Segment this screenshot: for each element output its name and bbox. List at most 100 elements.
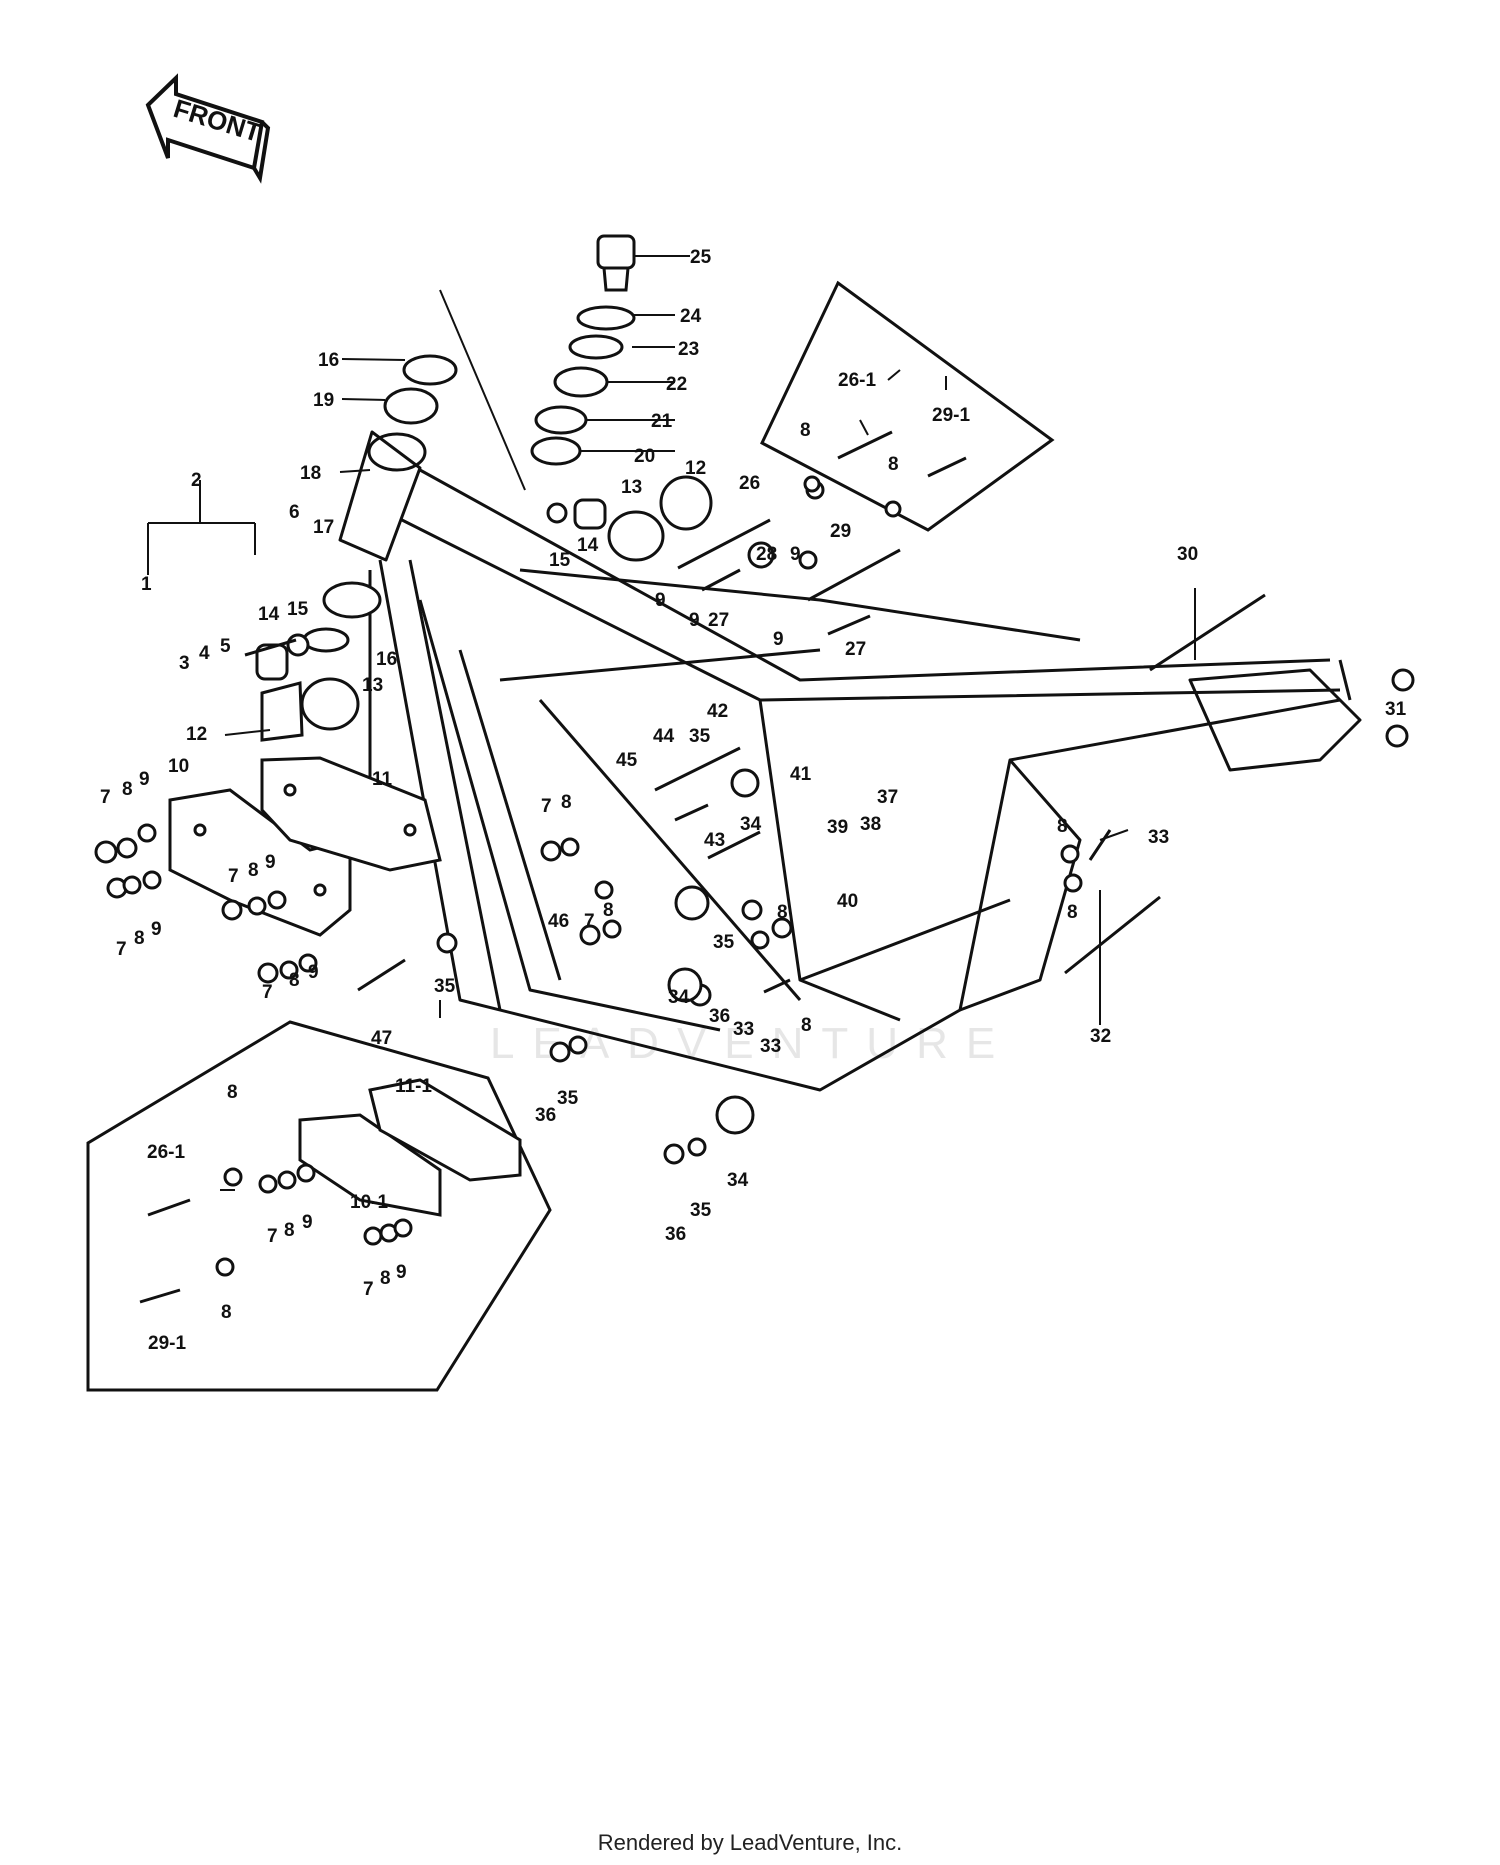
- inset-box-bottom: [86, 1020, 552, 1392]
- callout-35e: 35: [690, 1200, 712, 1221]
- callout-27b: 27: [845, 639, 866, 660]
- callout-3: 3: [179, 653, 190, 674]
- callout-34: 34: [740, 814, 762, 835]
- callout-9: 9: [790, 544, 801, 565]
- callout-26: 26: [739, 473, 760, 494]
- callout-18: 18: [300, 463, 321, 484]
- callout-35b: 35: [713, 932, 735, 953]
- callout-13b: 13: [621, 477, 642, 498]
- callout-1: 1: [141, 574, 152, 595]
- callout-8m: 8: [221, 1302, 232, 1323]
- callout-36c: 36: [665, 1224, 686, 1245]
- callout-34b: 34: [668, 987, 690, 1008]
- callout-7c: 7: [228, 866, 239, 887]
- engine-mount-plates: [168, 756, 442, 937]
- callout-7e: 7: [541, 796, 552, 817]
- callout-14: 14: [258, 604, 280, 625]
- callout-7: 7: [100, 787, 111, 808]
- callout-7h: 7: [363, 1279, 374, 1300]
- callout-17: 17: [313, 517, 334, 538]
- callout-8k: 8: [284, 1220, 295, 1241]
- callout-12b: 12: [685, 458, 706, 479]
- inset-plates: [298, 1078, 522, 1217]
- callout-47: 47: [371, 1028, 392, 1049]
- callout-39: 39: [827, 817, 848, 838]
- callout-8f: 8: [1067, 902, 1078, 923]
- callout-36: 36: [709, 1006, 730, 1027]
- callout-40: 40: [837, 891, 858, 912]
- callout-42: 42: [707, 701, 728, 722]
- callout-8g: 8: [561, 792, 572, 813]
- callout-6: 6: [289, 502, 300, 523]
- callout-23: 23: [678, 339, 699, 360]
- callout-10-1: 10-1: [350, 1192, 388, 1213]
- callout-15b: 15: [549, 550, 571, 571]
- callout-8j: 8: [801, 1015, 812, 1036]
- callout-8: 8: [122, 779, 133, 800]
- callout-8-inset-a: 8: [800, 420, 811, 441]
- callout-8e: 8: [1057, 816, 1068, 837]
- callout-22: 22: [666, 374, 687, 395]
- callout-8h: 8: [603, 900, 614, 921]
- nuts-and-washers: [94, 475, 1415, 1277]
- callout-5: 5: [220, 636, 231, 657]
- callout-26-1-inset: 26-1: [147, 1142, 185, 1163]
- callout-14b: 14: [577, 535, 599, 556]
- callout-8i: 8: [777, 902, 788, 923]
- callout-32: 32: [1090, 1026, 1111, 1047]
- callout-19: 19: [313, 390, 334, 411]
- callout-25: 25: [690, 247, 712, 268]
- callout-9c: 9: [689, 610, 700, 631]
- callout-36b: 36: [535, 1105, 556, 1126]
- callout-8c: 8: [248, 860, 259, 881]
- callout-38: 38: [860, 814, 881, 835]
- callout-9h: 9: [308, 962, 319, 983]
- callout-29-1-inset: 29-1: [148, 1333, 186, 1354]
- callout-8-inset-b: 8: [888, 454, 899, 475]
- callout-8b: 8: [134, 928, 145, 949]
- inset-box-top: [760, 280, 1055, 532]
- callout-16b: 16: [376, 649, 397, 670]
- callout-45: 45: [616, 750, 638, 771]
- callout-33b: 33: [733, 1019, 754, 1040]
- footer-credit: Rendered by LeadVenture, Inc.: [597, 1830, 903, 1855]
- callout-11-1: 11-1: [395, 1076, 432, 1097]
- callout-7g: 7: [267, 1226, 278, 1247]
- callout-35c: 35: [434, 976, 456, 997]
- callout-44: 44: [653, 726, 675, 747]
- callout-8l: 8: [380, 1268, 391, 1289]
- callout-7b: 7: [116, 939, 127, 960]
- callout-10: 10: [168, 756, 189, 777]
- rubber-mounts: [255, 475, 775, 742]
- callout-27: 27: [708, 610, 729, 631]
- callout-31: 31: [1385, 699, 1407, 720]
- callout-9d: 9: [773, 629, 784, 650]
- callout-labels: 25 24 23 22 21 20 16 19 18 2 1 3 4 5 6 1…: [100, 247, 1407, 1354]
- leader-lines: [147, 255, 1196, 1191]
- callout-9j: 9: [396, 1262, 407, 1283]
- callout-15: 15: [287, 599, 309, 620]
- callout-9b: 9: [655, 590, 666, 611]
- callout-46: 46: [548, 911, 569, 932]
- callout-9f: 9: [151, 919, 162, 940]
- callout-21: 21: [651, 411, 673, 432]
- callout-33c: 33: [760, 1036, 781, 1057]
- callout-2: 2: [191, 470, 202, 491]
- bolts: [139, 430, 1266, 1304]
- callout-13: 13: [362, 675, 383, 696]
- callout-8d: 8: [289, 970, 300, 991]
- callout-35: 35: [689, 726, 711, 747]
- callout-9e: 9: [139, 769, 150, 790]
- callout-7f: 7: [584, 911, 595, 932]
- callout-12: 12: [186, 724, 207, 745]
- callout-4: 4: [199, 643, 210, 664]
- callout-9i: 9: [302, 1212, 313, 1233]
- front-arrow: FRONT: [145, 73, 271, 184]
- callout-30: 30: [1177, 544, 1198, 565]
- callout-29: 29: [830, 521, 851, 542]
- callout-11: 11: [372, 769, 393, 790]
- callout-28: 28: [756, 544, 777, 565]
- callout-33: 33: [1148, 827, 1169, 848]
- callout-20: 20: [634, 446, 655, 467]
